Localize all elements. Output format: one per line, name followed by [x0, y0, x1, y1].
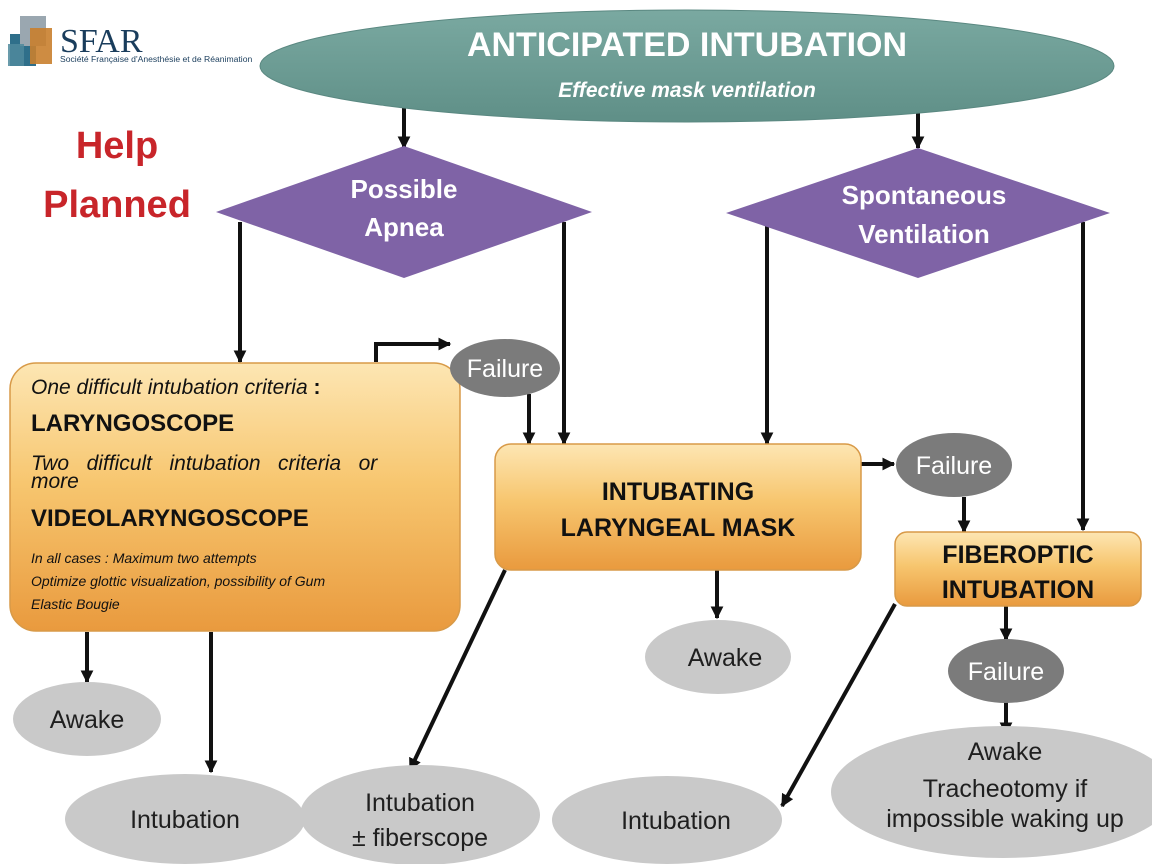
intubation-left-label: Intubation [130, 806, 240, 834]
awake-mid-label: Awake [688, 644, 763, 672]
failure-label-3: Failure [968, 658, 1044, 686]
logo-emblem-icon [8, 16, 52, 66]
glottic-note: Optimize glottic visualization, possibil… [31, 573, 325, 589]
failure-label-2: Failure [916, 452, 992, 480]
outcome-intubation-fiberscope: Intubation ± fiberscope [300, 765, 540, 864]
failure-node-2: Failure [896, 433, 1012, 497]
failure-node-1: Failure [450, 339, 560, 397]
final-tracheotomy-label: Tracheotomy if [923, 775, 1087, 803]
criteria-one-text: One difficult intubation criteria : [31, 376, 320, 399]
videolaryngoscope-label: VIDEOLARYNGOSCOPE [31, 505, 309, 532]
awake-left-label: Awake [50, 706, 125, 734]
outcome-awake-tracheotomy: Awake Tracheotomy if impossible waking u… [831, 726, 1152, 858]
apnea-label: Apnea [364, 212, 444, 242]
logo-subtitle: Société Française d'Anesthésie et de Réa… [60, 54, 252, 64]
decision-spontaneous-ventilation: Spontaneous Ventilation [726, 148, 1110, 278]
possible-label: Possible [351, 174, 458, 204]
criteria-two-text: Two difficult intubation criteria or [31, 452, 378, 475]
intubation-fiber-line2: ± fiberscope [352, 824, 488, 852]
bougie-note: Elastic Bougie [31, 596, 120, 612]
criteria-two-text-more: more [31, 470, 79, 493]
header-title: ANTICIPATED INTUBATION [467, 26, 907, 64]
laryngoscope-box: One difficult intubation criteria : LARY… [9, 362, 461, 632]
failure-label-1: Failure [467, 355, 543, 383]
header-subtitle: Effective mask ventilation [558, 79, 816, 102]
final-awake-label: Awake [968, 738, 1043, 766]
outcome-awake-left: Awake [13, 682, 161, 756]
logo-name: SFAR [60, 23, 143, 60]
help-label: Help [76, 125, 158, 167]
failure-node-3: Failure [948, 639, 1064, 703]
fiberoptic-box: FIBEROPTIC INTUBATION [894, 531, 1142, 607]
attempts-note: In all cases : Maximum two attempts [31, 550, 257, 566]
connectors [80, 106, 1090, 808]
laryngoscope-label: LARYNGOSCOPE [31, 410, 234, 437]
mask-line2: LARYNGEAL MASK [561, 514, 796, 542]
outcome-awake-mid: Awake [645, 620, 791, 694]
spontaneous-label: Spontaneous [842, 180, 1007, 210]
fiberoptic-line1: FIBEROPTIC [942, 541, 1093, 569]
sfar-logo: SFAR Société Française d'Anesthésie et d… [8, 16, 252, 66]
mask-line1: INTUBATING [602, 478, 754, 506]
laryngeal-mask-box: INTUBATING LARYNGEAL MASK [494, 443, 862, 571]
decision-possible-apnea: Possible Apnea [216, 146, 592, 278]
help-planned-note: Help Planned [43, 125, 191, 226]
outcome-intubation-left: Intubation [65, 774, 305, 864]
intubation-right-label: Intubation [621, 807, 731, 835]
final-impossible-label: impossible waking up [886, 805, 1124, 833]
outcome-intubation-right: Intubation [552, 776, 782, 864]
header-node: ANTICIPATED INTUBATION Effective mask ve… [259, 9, 1115, 123]
intubation-fiber-line1: Intubation [365, 789, 475, 817]
planned-label: Planned [43, 184, 191, 226]
fiberoptic-line2: INTUBATION [942, 576, 1094, 604]
ventilation-label: Ventilation [858, 219, 989, 249]
